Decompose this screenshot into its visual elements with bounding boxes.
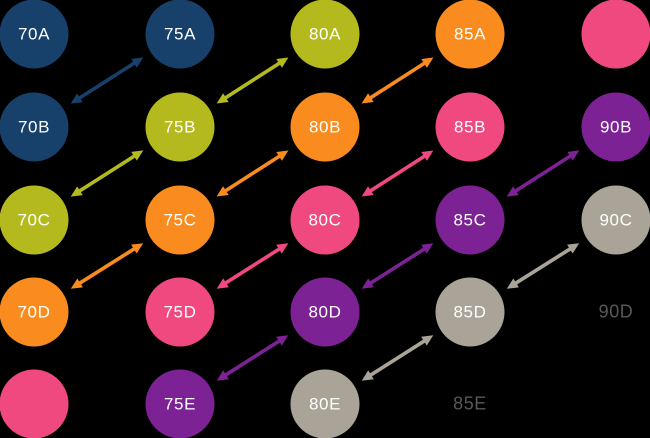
size-circle-70B: 70B: [0, 92, 69, 162]
size-circle-70C: 70C: [0, 185, 69, 255]
size-circle-80D: 80D: [290, 277, 360, 347]
size-node-text: 85C: [453, 210, 487, 229]
size-circle-75D: 75D: [145, 277, 215, 347]
size-circle-90B: 90B: [581, 92, 650, 162]
size-circle-85A: 85A: [435, 0, 505, 69]
size-circle-90C: 90C: [581, 185, 650, 255]
size-node-text: 80D: [308, 302, 342, 321]
size-node-text: 70C: [17, 210, 51, 229]
size-label-90D: 90D: [599, 302, 634, 323]
size-node-text: 80E: [308, 394, 342, 413]
arrow-90C-85D: [506, 243, 580, 289]
size-node-text: 90B: [599, 117, 633, 136]
size-circle-80E: 80E: [290, 369, 360, 438]
size-circle-80A: 80A: [290, 0, 360, 69]
size-node-text: 75E: [163, 394, 197, 413]
size-node-text: 80B: [308, 117, 342, 136]
size-node-text: 75A: [163, 24, 197, 43]
size-node-text: 85A: [453, 24, 487, 43]
size-circle-75C: 75C: [145, 185, 215, 255]
arrow-75A-70B: [70, 57, 144, 104]
size-circle-85C: 85C: [435, 185, 505, 255]
arrow-75B-70C: [70, 150, 144, 197]
arrow-85B-80C: [361, 150, 434, 197]
arrow-80D-75E: [216, 335, 289, 381]
size-node-text: 70D: [17, 302, 51, 321]
size-node-text: 85D: [453, 302, 487, 321]
size-node-text: 70A: [17, 24, 51, 43]
size-circle-75B: 75B: [145, 92, 215, 162]
size-circle-75E: 75E: [145, 369, 215, 438]
size-circle-70A: 70A: [0, 0, 69, 69]
size-node-text: 80C: [308, 210, 342, 229]
arrow-90B-85C: [506, 150, 580, 197]
size-circle-75A: 75A: [145, 0, 215, 69]
size-node-text: 75B: [163, 117, 197, 136]
size-node-text: 75C: [163, 210, 197, 229]
size-node-text: 85E: [453, 393, 487, 414]
size-circle-80C: 80C: [290, 185, 360, 255]
arrow-85C-80D: [361, 243, 434, 289]
size-circle-80B: 80B: [290, 92, 360, 162]
arrow-85D-80E: [361, 335, 434, 381]
size-node-text: 75D: [163, 302, 197, 321]
arrow-80A-75B: [216, 57, 289, 104]
size-node-text: 90D: [598, 301, 634, 322]
size-circle-70E: [0, 369, 69, 438]
size-node-text: 90C: [599, 210, 633, 229]
size-circle-85B: 85B: [435, 92, 505, 162]
size-label-85E: 85E: [453, 394, 487, 415]
size-node-text: 85B: [453, 117, 487, 136]
arrow-80C-75D: [216, 243, 289, 289]
size-circle-70D: 70D: [0, 277, 69, 347]
arrow-85A-80B: [361, 57, 434, 104]
size-node-text: 80A: [308, 24, 342, 43]
arrow-80B-75C: [216, 150, 289, 197]
arrow-75C-70D: [70, 243, 144, 289]
size-node-text: 70B: [17, 117, 51, 136]
size-circle-85D: 85D: [435, 277, 505, 347]
size-circle-90A: [581, 0, 650, 69]
